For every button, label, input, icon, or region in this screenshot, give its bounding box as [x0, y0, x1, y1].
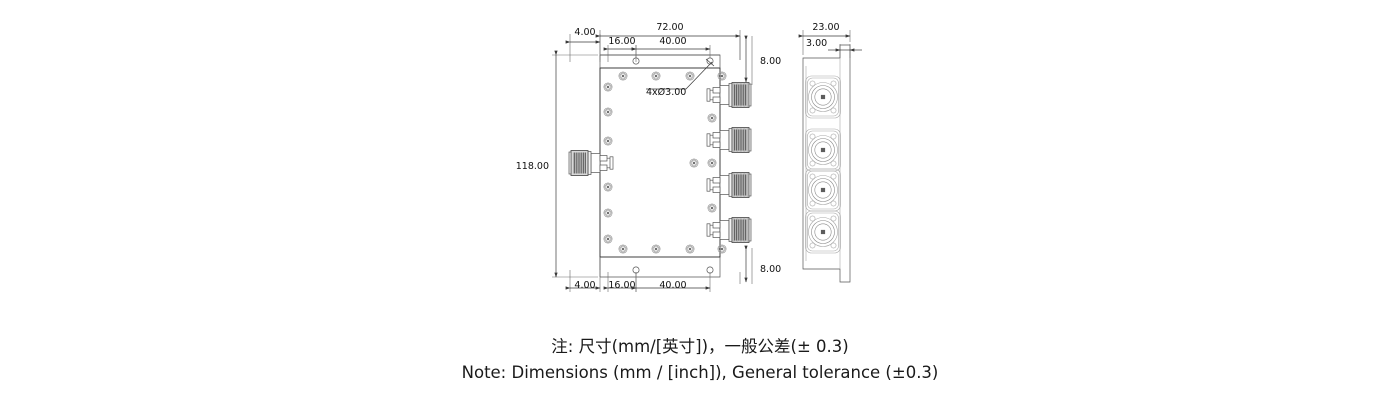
side-view: 23.00 3.00	[798, 22, 862, 283]
front-view: 4xØ3.00 4.00 72.00 16.00	[516, 22, 781, 292]
dimension-bottom-left-offset	[565, 270, 601, 292]
note-block: 注: 尺寸(mm/[英寸])，一般公差(± 0.3) Note: Dimensi…	[462, 337, 939, 382]
dim-text-right-edge-bottom: 8.00	[760, 264, 781, 275]
hole-callout-leader	[646, 58, 715, 90]
dimension-right-edge-top	[739, 35, 753, 85]
dimension-side-step	[828, 44, 862, 58]
dim-text-bottom-left-offset: 4.00	[574, 280, 595, 291]
dimension-left-overall	[552, 50, 598, 278]
dimension-top-hole-first	[603, 45, 637, 62]
dim-text-right-edge-top: 8.00	[760, 56, 781, 67]
dimension-right-edge-bottom	[739, 245, 753, 284]
dim-text-side-overall: 23.00	[812, 22, 839, 33]
dim-text-top-hole-first: 16.00	[608, 36, 635, 47]
dimension-top-hole-span	[631, 45, 711, 58]
dimension-top-left-offset	[565, 34, 601, 62]
dim-text-top-overall: 72.00	[656, 22, 683, 33]
dim-text-bottom-hole-first: 16.00	[608, 280, 635, 291]
hole-callout-text: 4xØ3.00	[646, 87, 686, 98]
dim-text-top-left-offset: 4.00	[574, 27, 595, 38]
dim-text-side-step: 3.00	[806, 38, 827, 49]
dim-text-left-overall: 118.00	[516, 161, 549, 172]
note-line-chinese: 注: 尺寸(mm/[英寸])，一般公差(± 0.3)	[551, 337, 848, 356]
dim-text-bottom-hole-span: 40.00	[659, 280, 686, 291]
dimension-side-overall	[798, 30, 851, 55]
dim-text-top-hole-span: 40.00	[659, 36, 686, 47]
dimension-bottom-hole-span	[631, 272, 711, 292]
body-outline	[599, 67, 721, 258]
note-line-english: Note: Dimensions (mm / [inch]), General …	[462, 363, 939, 382]
